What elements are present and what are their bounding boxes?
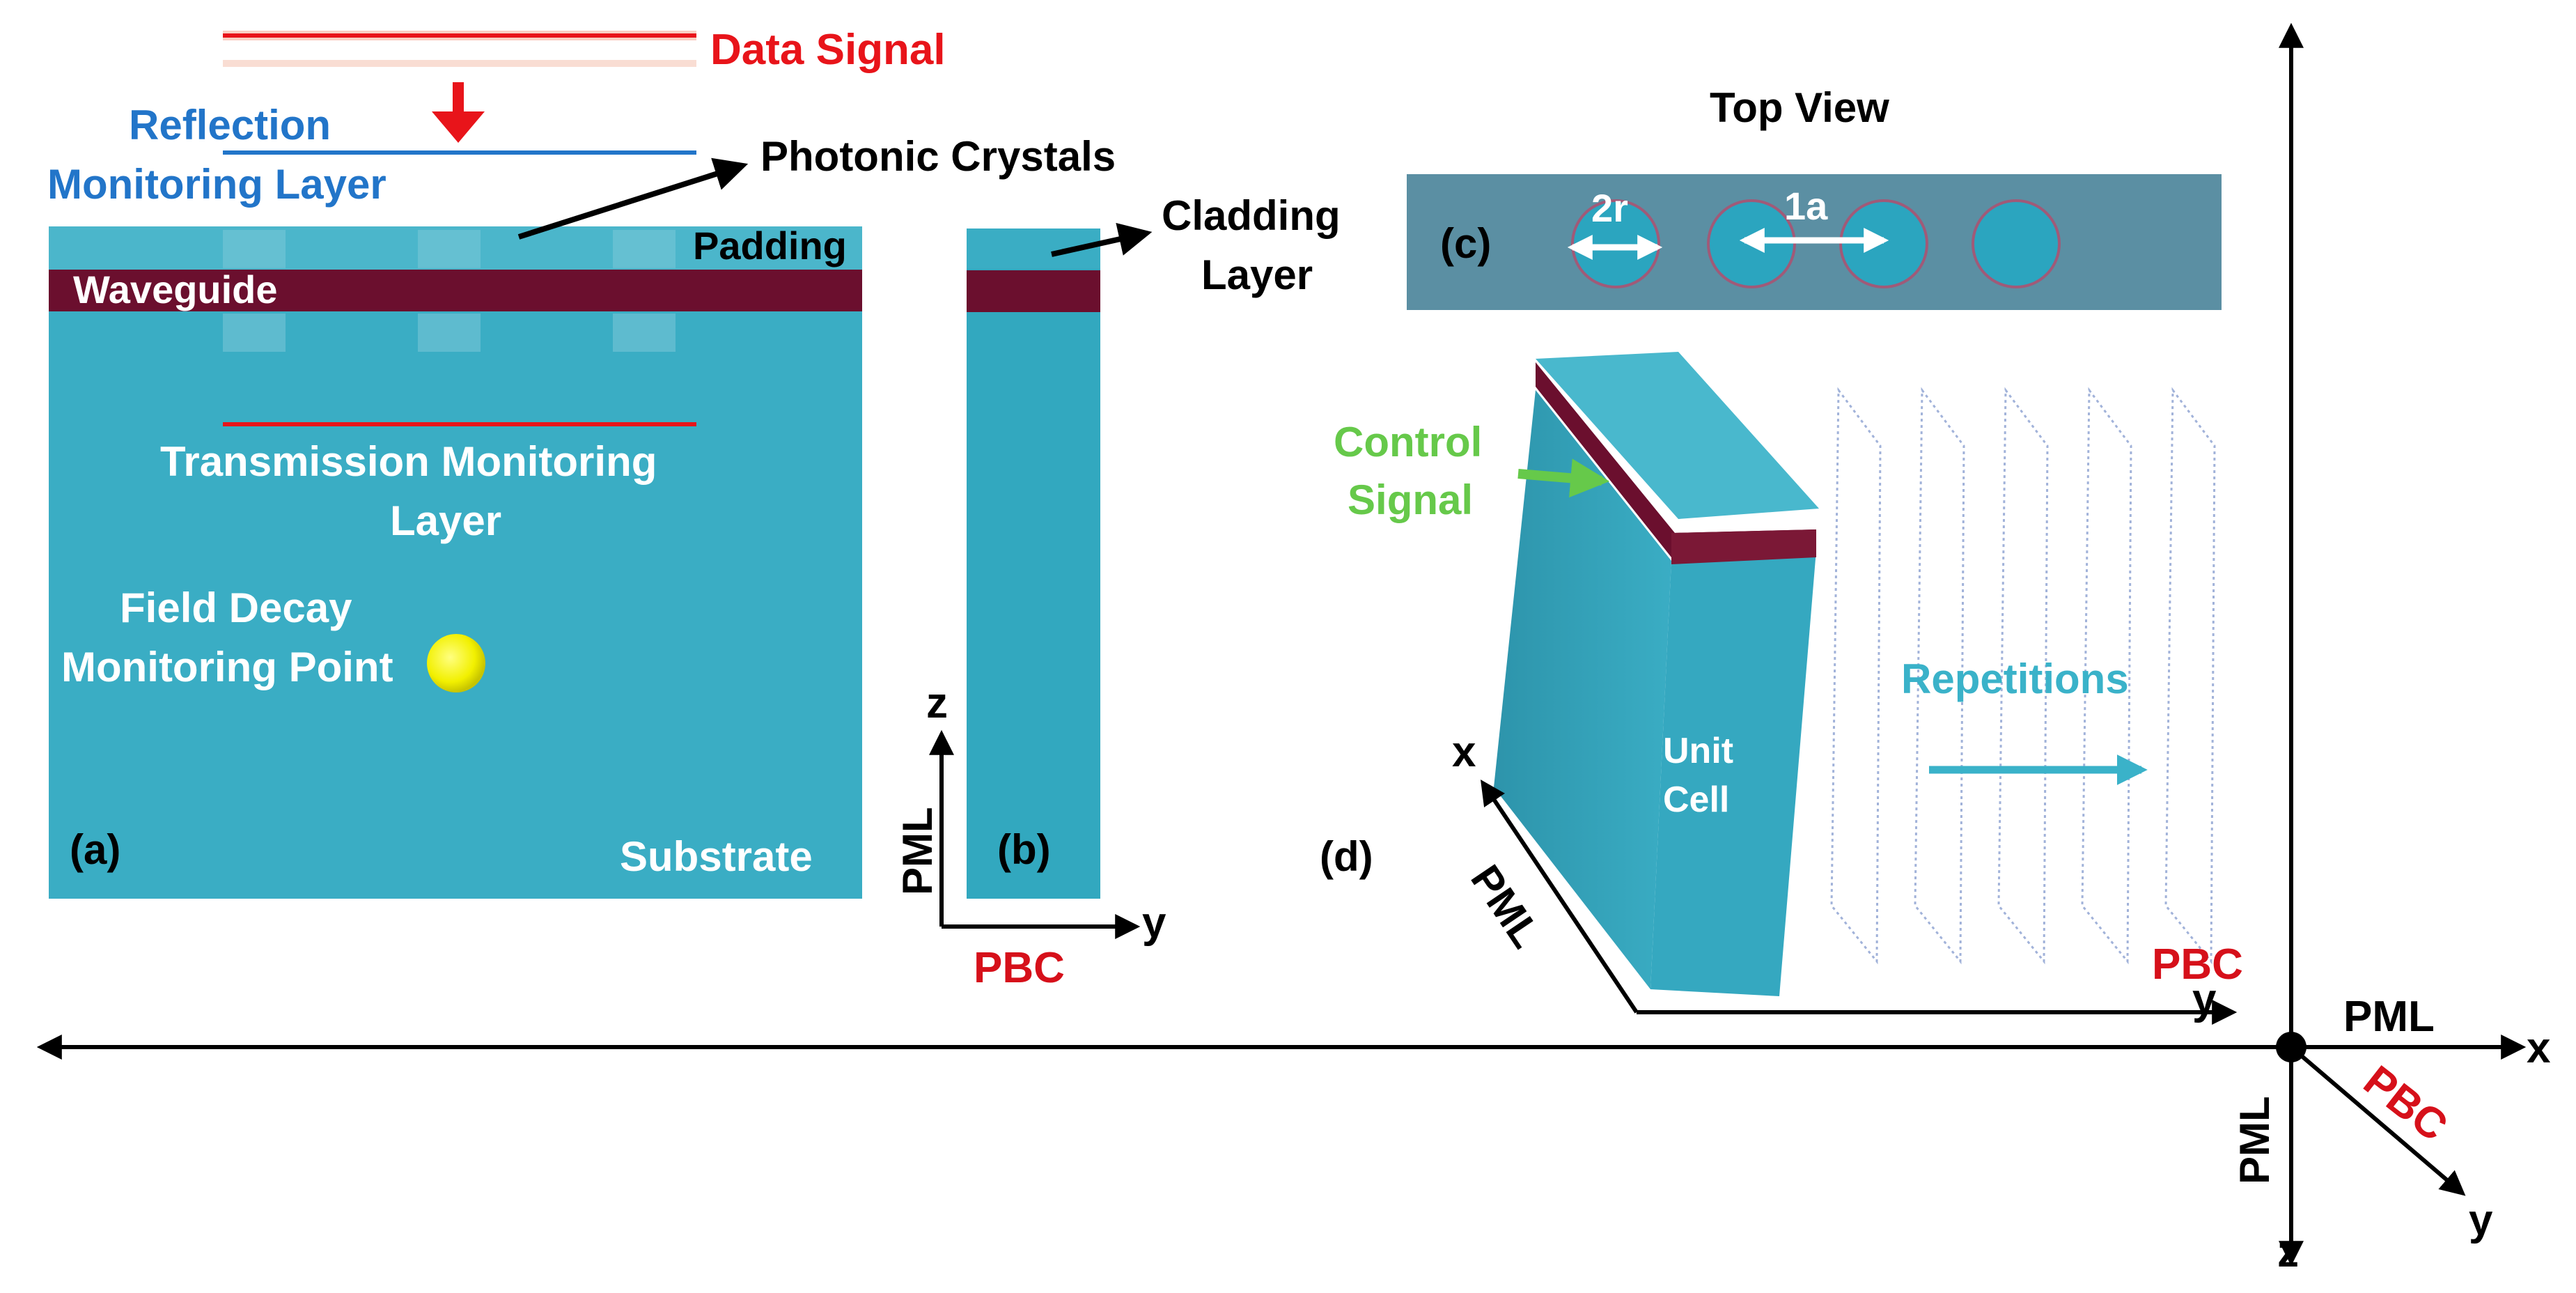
control-signal-label-1: Control [1334,419,1482,465]
reflection-monitor-line [223,150,696,155]
global-pml-z-label: PML [2231,1096,2278,1184]
cross-section-waveguide [967,270,1100,312]
padding-label: Padding [693,224,847,268]
unit-cell-front-face [1494,390,1671,989]
panel-d-pml-label: PML [1462,857,1549,956]
top-view-title: Top View [1710,84,1889,131]
panel-d-pbc-label: PBC [2152,940,2243,989]
panel-a-label: (a) [70,826,120,873]
transmission-label-1: Transmission Monitoring [160,438,657,485]
pillar [613,313,676,352]
panel-d-label: (d) [1320,833,1373,880]
transmission-monitor-line [223,422,696,426]
cladding-label-1: Cladding [1162,192,1341,239]
origin-dot [2276,1032,2306,1062]
incident-arrow-head [432,111,485,143]
transmission-label-2: Layer [390,497,501,544]
panel-b-pbc-label: PBC [974,944,1065,992]
panel-b-y-label: y [1142,899,1166,947]
ghost-cell [2081,387,2132,965]
reflection-label-1: Reflection [129,102,331,148]
panel-d-y-label: y [2192,975,2217,1023]
pillar [613,230,676,268]
global-x-label: x [2527,1024,2551,1072]
pillar [418,230,481,268]
repetitions-label: Repetitions [1901,656,2129,702]
panel-c: Top View (c) 2r 1a [1407,84,2222,310]
pillar [223,313,286,352]
reflection-label-2: Monitoring Layer [47,161,387,208]
ghost-cell [1997,387,2049,965]
global-diagonal-axis [2290,1045,2466,1196]
panel-d: Control Signal Unit Cell Repetitions (d)… [1320,352,2243,1025]
global-z-label: z [2277,1228,2299,1276]
global-y-label: y [2469,1196,2493,1244]
data-signal-line-core [223,33,696,38]
photonic-crystals-pointer [517,157,749,240]
global-pbc-label: PBC [2355,1057,2456,1151]
control-signal-arrow [1517,458,1610,498]
cladding-label-2: Layer [1201,251,1313,298]
unit-cell-top-cladding [1536,352,1819,519]
period-label: 1a [1784,184,1828,228]
photonic-crystal-pillars [223,230,676,352]
global-pml-x-label: PML [2343,993,2435,1041]
repeated-cells-outline [1830,387,2216,965]
pc-hole-3 [1839,199,1928,288]
field-decay-point [427,634,485,692]
panel-b-pml-label: PML [894,807,941,895]
unit-cell-waveguide-side [1671,529,1816,564]
pc-hole-4 [1972,199,2061,288]
pc-hole-2 [1707,199,1796,288]
unit-cell-label-2: Cell [1663,780,1729,820]
panel-d-x-label: x [1452,728,1476,776]
cladding-pointer [1051,222,1153,257]
cross-section-substrate [967,229,1100,899]
pillar [418,313,481,352]
data-signal-label: Data Signal [710,26,946,74]
panel-b-z-label: z [926,679,948,727]
panel-a: Data Signal Reflection Monitoring Layer … [47,26,1116,899]
ghost-cell [2164,387,2216,965]
field-decay-label-2: Monitoring Point [61,644,393,690]
photonic-crystals-label: Photonic Crystals [760,133,1116,180]
substrate-label: Substrate [620,833,813,880]
panel-b: Cladding Layer z y PML PBC (b) [894,192,1341,992]
ghost-cell [1914,387,1965,965]
panel-c-label: (c) [1440,220,1491,267]
ghost-cell [1830,387,1882,965]
waveguide-layer [49,270,862,311]
control-signal-label-2: Signal [1348,477,1473,523]
pillar [223,230,286,268]
panel-d-x-axis [1480,780,1639,1014]
unit-cell-label-1: Unit [1663,731,1733,771]
radius-label: 2r [1591,186,1628,230]
waveguide-label: Waveguide [73,268,278,311]
field-decay-label-1: Field Decay [120,584,352,631]
data-signal-line-2 [223,60,696,67]
panel-b-label: (b) [997,826,1051,873]
unit-cell-side-face [1650,550,1816,996]
